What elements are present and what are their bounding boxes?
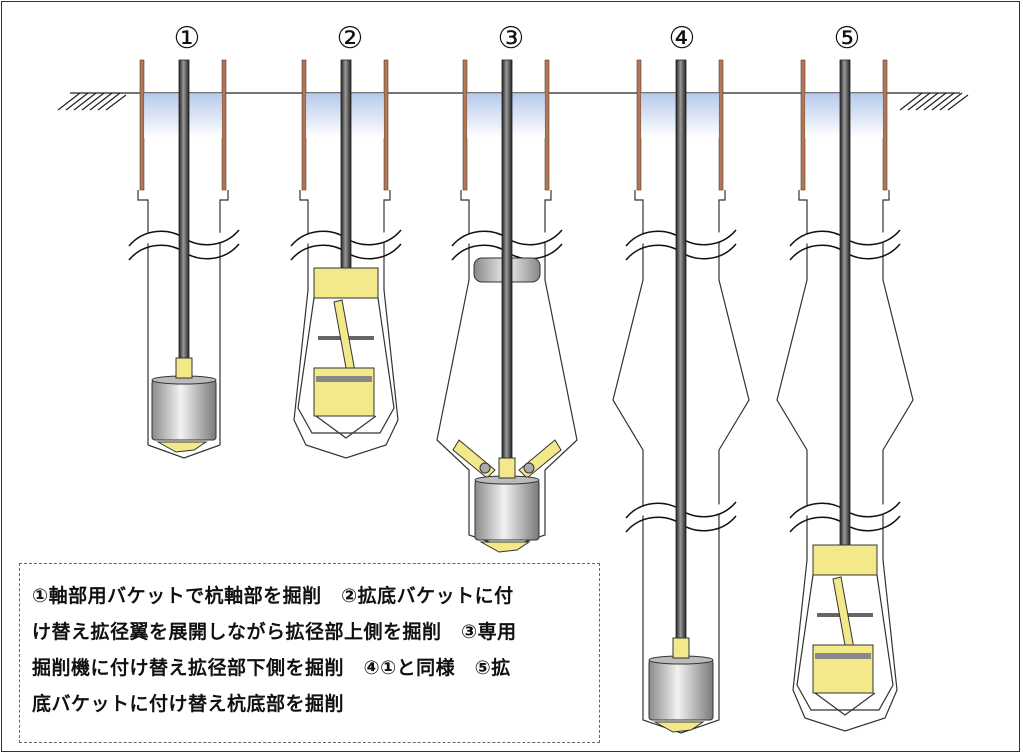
step-5-hole-outline <box>776 190 914 732</box>
caption-line-1: ①軸部用バケットで杭軸部を掘削 ②拡底バケットに付 <box>32 585 514 607</box>
caption-line-4: 底バケットに付け替え杭底部を掘削 <box>32 693 345 715</box>
step-2-reamer-bucket-frame <box>297 297 395 434</box>
step-4-hole-outline <box>612 190 750 734</box>
step-4-kelly-bar <box>675 59 687 641</box>
step-5-casing-left <box>800 59 806 191</box>
ground-hatch-left <box>57 92 127 111</box>
step-3 <box>436 59 578 553</box>
step-2-reamer-bucket-tip <box>315 415 377 439</box>
step-3-hinge-right <box>523 462 535 474</box>
step-5-reamer-bucket-top-block <box>812 544 878 576</box>
step-5-reamer-bucket-gear-band <box>815 653 871 659</box>
step-4-casing-left <box>636 59 642 191</box>
step-3-casing-right <box>544 59 550 191</box>
step-1-wall-right <box>219 190 229 445</box>
step-label-2: ② <box>336 21 364 56</box>
step-1-casing-left <box>139 59 145 191</box>
step-label-5: ⑤ <box>833 21 861 56</box>
step-5-reamer-bucket-frame <box>796 574 894 711</box>
step-4-bucket-teeth <box>653 721 705 733</box>
step-2-reamer-bucket-gearbox <box>313 367 375 417</box>
step-3-kelly-bar <box>501 59 513 476</box>
step-1-bucket-hub <box>175 357 193 379</box>
step-2-reamer-bucket-top-block <box>313 267 379 299</box>
step-4 <box>612 59 750 734</box>
step-5-reamer-bucket-tip <box>814 692 876 716</box>
caption-line-3: 掘削機に付け替え拡径部下側を掘削 ④①と同様 ⑤拡 <box>32 657 511 679</box>
step-1-hole-bottom <box>147 444 221 459</box>
caption-line-2: け替え拡径翼を展開しながら拡径部上側を掘削 ③専用 <box>32 621 517 643</box>
step-5 <box>776 59 914 732</box>
step-1-bucket-body <box>151 379 217 441</box>
step-2-reamer-bucket-gear-band <box>316 376 372 382</box>
step-label-1: ① <box>173 21 201 56</box>
step-1-wall-left <box>137 190 149 445</box>
ground-hatch-right <box>899 92 969 111</box>
step-3-bucket-teeth <box>479 541 531 553</box>
step-1-casing-right <box>221 59 227 191</box>
step-5-kelly-bar <box>839 59 851 551</box>
step-3-wing-left <box>452 439 496 479</box>
caption-box: ①軸部用バケットで杭軸部を掘削 ②拡底バケットに付 け替え拡径翼を展開しながら拡… <box>19 563 600 743</box>
step-3-wing-right <box>518 439 562 479</box>
step-2-casing-left <box>301 59 307 191</box>
step-2-kelly-bar <box>340 59 352 271</box>
step-2 <box>290 59 402 459</box>
step-4-bucket-hub <box>672 637 690 659</box>
step-label-3: ③ <box>497 21 525 56</box>
step-3-bucket-body <box>474 479 540 541</box>
step-4-bucket-body <box>648 659 714 721</box>
step-1 <box>128 59 240 459</box>
step-5-reamer-bucket-gearbox <box>812 644 874 694</box>
step-5-casing-right <box>882 59 888 191</box>
step-2-casing-right <box>383 59 389 191</box>
step-3-casing-left <box>462 59 468 191</box>
step-label-4: ④ <box>668 21 696 56</box>
step-3-hinge-left <box>479 462 491 474</box>
step-3-bucket-hub <box>498 457 516 479</box>
step-1-bucket-teeth <box>156 441 208 453</box>
step-4-casing-right <box>718 59 724 191</box>
step-2-hole-outline <box>293 190 399 459</box>
step-1-kelly-bar <box>178 59 190 361</box>
